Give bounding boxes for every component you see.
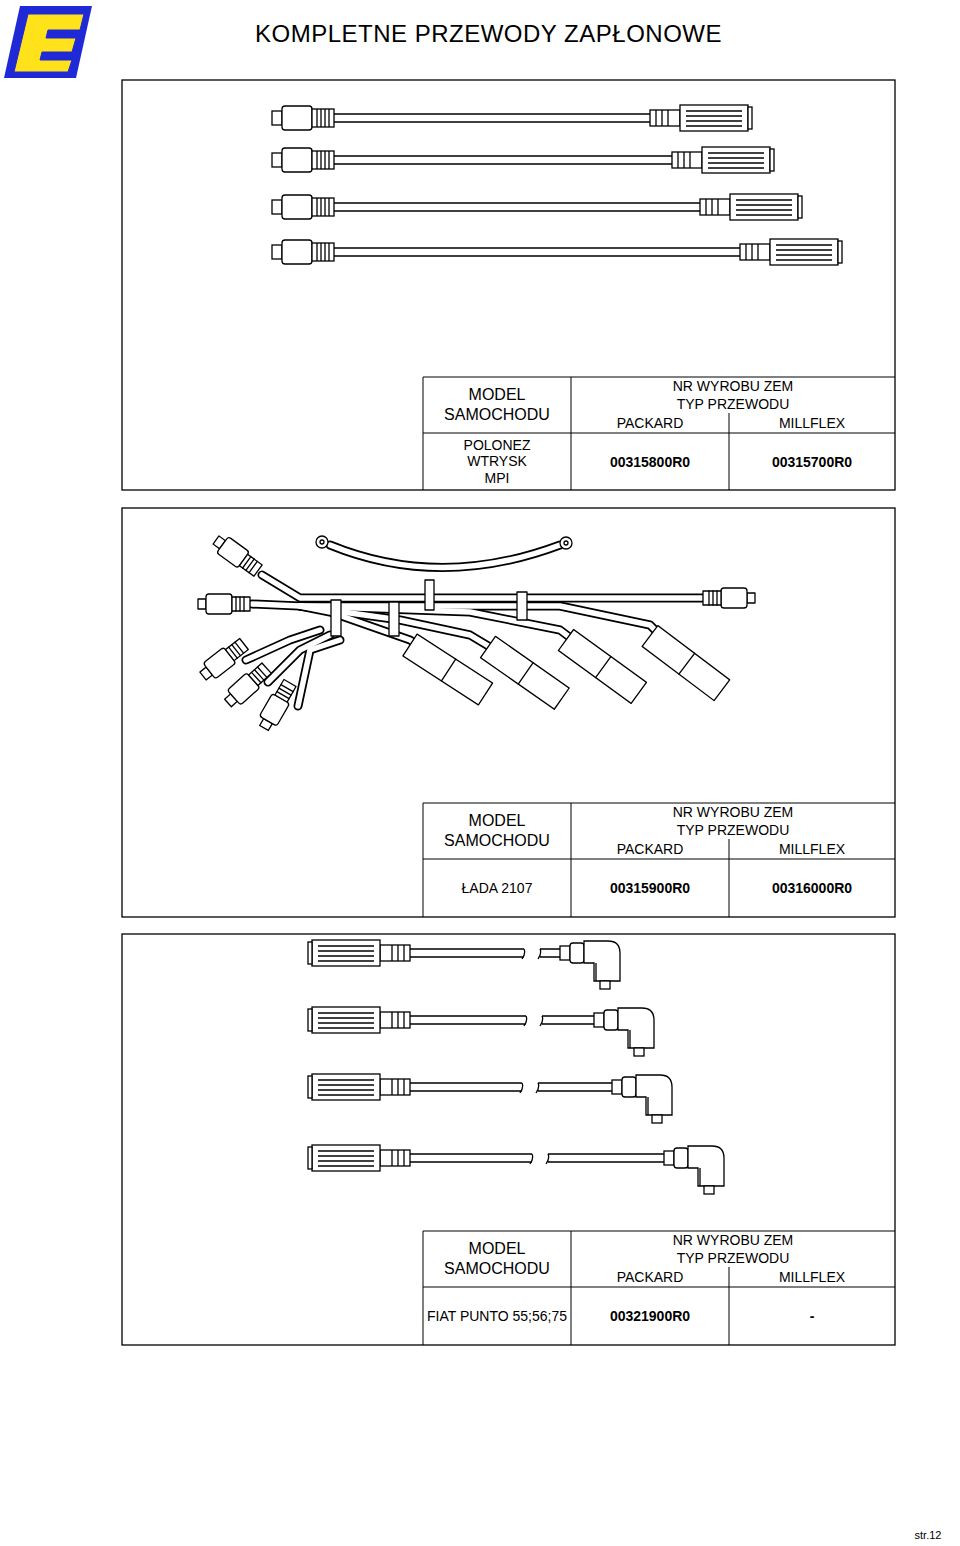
car-model: FIAT PUNTO 55;56;75 bbox=[427, 1308, 567, 1324]
column-header: NR WYROBU ZEM bbox=[673, 378, 794, 394]
car-model-cell: FIAT PUNTO 55;56;75 bbox=[423, 1287, 571, 1345]
part-number-cell: 00315800R0 bbox=[571, 433, 729, 491]
column-header: PACKARD bbox=[617, 415, 684, 431]
part-number: 00315800R0 bbox=[610, 454, 690, 470]
column-header: TYP PRZEWODU bbox=[677, 1250, 790, 1266]
column-header-cell: MILLFLEX bbox=[729, 413, 895, 433]
column-header: MODEL SAMOCHODU bbox=[441, 385, 553, 425]
car-model-cell: POLONEZ WTRYSK MPI bbox=[423, 433, 571, 490]
car-model: POLONEZ WTRYSK MPI bbox=[461, 437, 533, 485]
column-header-cell: PACKARD bbox=[571, 1267, 729, 1287]
column-header: NR WYROBU ZEM bbox=[673, 804, 794, 820]
car-model-cell: ŁADA 2107 bbox=[423, 859, 571, 917]
part-number: 00315900R0 bbox=[610, 880, 690, 896]
column-header: MODEL SAMOCHODU bbox=[441, 1239, 553, 1279]
column-header-cell: TYP PRZEWODU bbox=[571, 821, 895, 839]
part-number-cell: 00315700R0 bbox=[729, 433, 895, 491]
column-header: TYP PRZEWODU bbox=[677, 396, 790, 412]
column-header-cell: PACKARD bbox=[571, 839, 729, 859]
part-number: 00316000R0 bbox=[772, 880, 852, 896]
column-header-cell: TYP PRZEWODU bbox=[571, 395, 895, 413]
part-number: 00321900R0 bbox=[610, 1308, 690, 1324]
part-number-cell: 00316000R0 bbox=[729, 859, 895, 917]
page-number-cell: str.12 bbox=[900, 1526, 956, 1544]
column-header: PACKARD bbox=[617, 1269, 684, 1285]
column-header-cell: NR WYROBU ZEM bbox=[571, 1231, 895, 1249]
page-title-cell: KOMPLETNE PRZEWODY ZAPŁONOWE bbox=[255, 14, 775, 54]
part-number: 00315700R0 bbox=[772, 454, 852, 470]
column-header: MODEL SAMOCHODU bbox=[441, 811, 553, 851]
column-header-cell: MODEL SAMOCHODU bbox=[423, 1231, 571, 1287]
page-number: str.12 bbox=[915, 1529, 942, 1542]
car-model: ŁADA 2107 bbox=[462, 880, 533, 896]
column-header-cell: TYP PRZEWODU bbox=[571, 1249, 895, 1267]
column-header: MILLFLEX bbox=[779, 1269, 845, 1285]
page-title: KOMPLETNE PRZEWODY ZAPŁONOWE bbox=[255, 20, 722, 48]
column-header-cell: NR WYROBU ZEM bbox=[571, 803, 895, 821]
column-header-cell: MILLFLEX bbox=[729, 839, 895, 859]
column-header: MILLFLEX bbox=[779, 841, 845, 857]
column-header-cell: MODEL SAMOCHODU bbox=[423, 377, 571, 433]
column-header-cell: PACKARD bbox=[571, 413, 729, 433]
column-header: MILLFLEX bbox=[779, 415, 845, 431]
part-number-cell: - bbox=[729, 1287, 895, 1345]
column-header: NR WYROBU ZEM bbox=[673, 1232, 794, 1248]
part-number-cell: 00321900R0 bbox=[571, 1287, 729, 1345]
column-header: TYP PRZEWODU bbox=[677, 822, 790, 838]
part-number: - bbox=[810, 1308, 815, 1324]
column-header-cell: MILLFLEX bbox=[729, 1267, 895, 1287]
part-number-cell: 00315900R0 bbox=[571, 859, 729, 917]
column-header: PACKARD bbox=[617, 841, 684, 857]
column-header-cell: MODEL SAMOCHODU bbox=[423, 803, 571, 859]
column-header-cell: NR WYROBU ZEM bbox=[571, 377, 895, 395]
